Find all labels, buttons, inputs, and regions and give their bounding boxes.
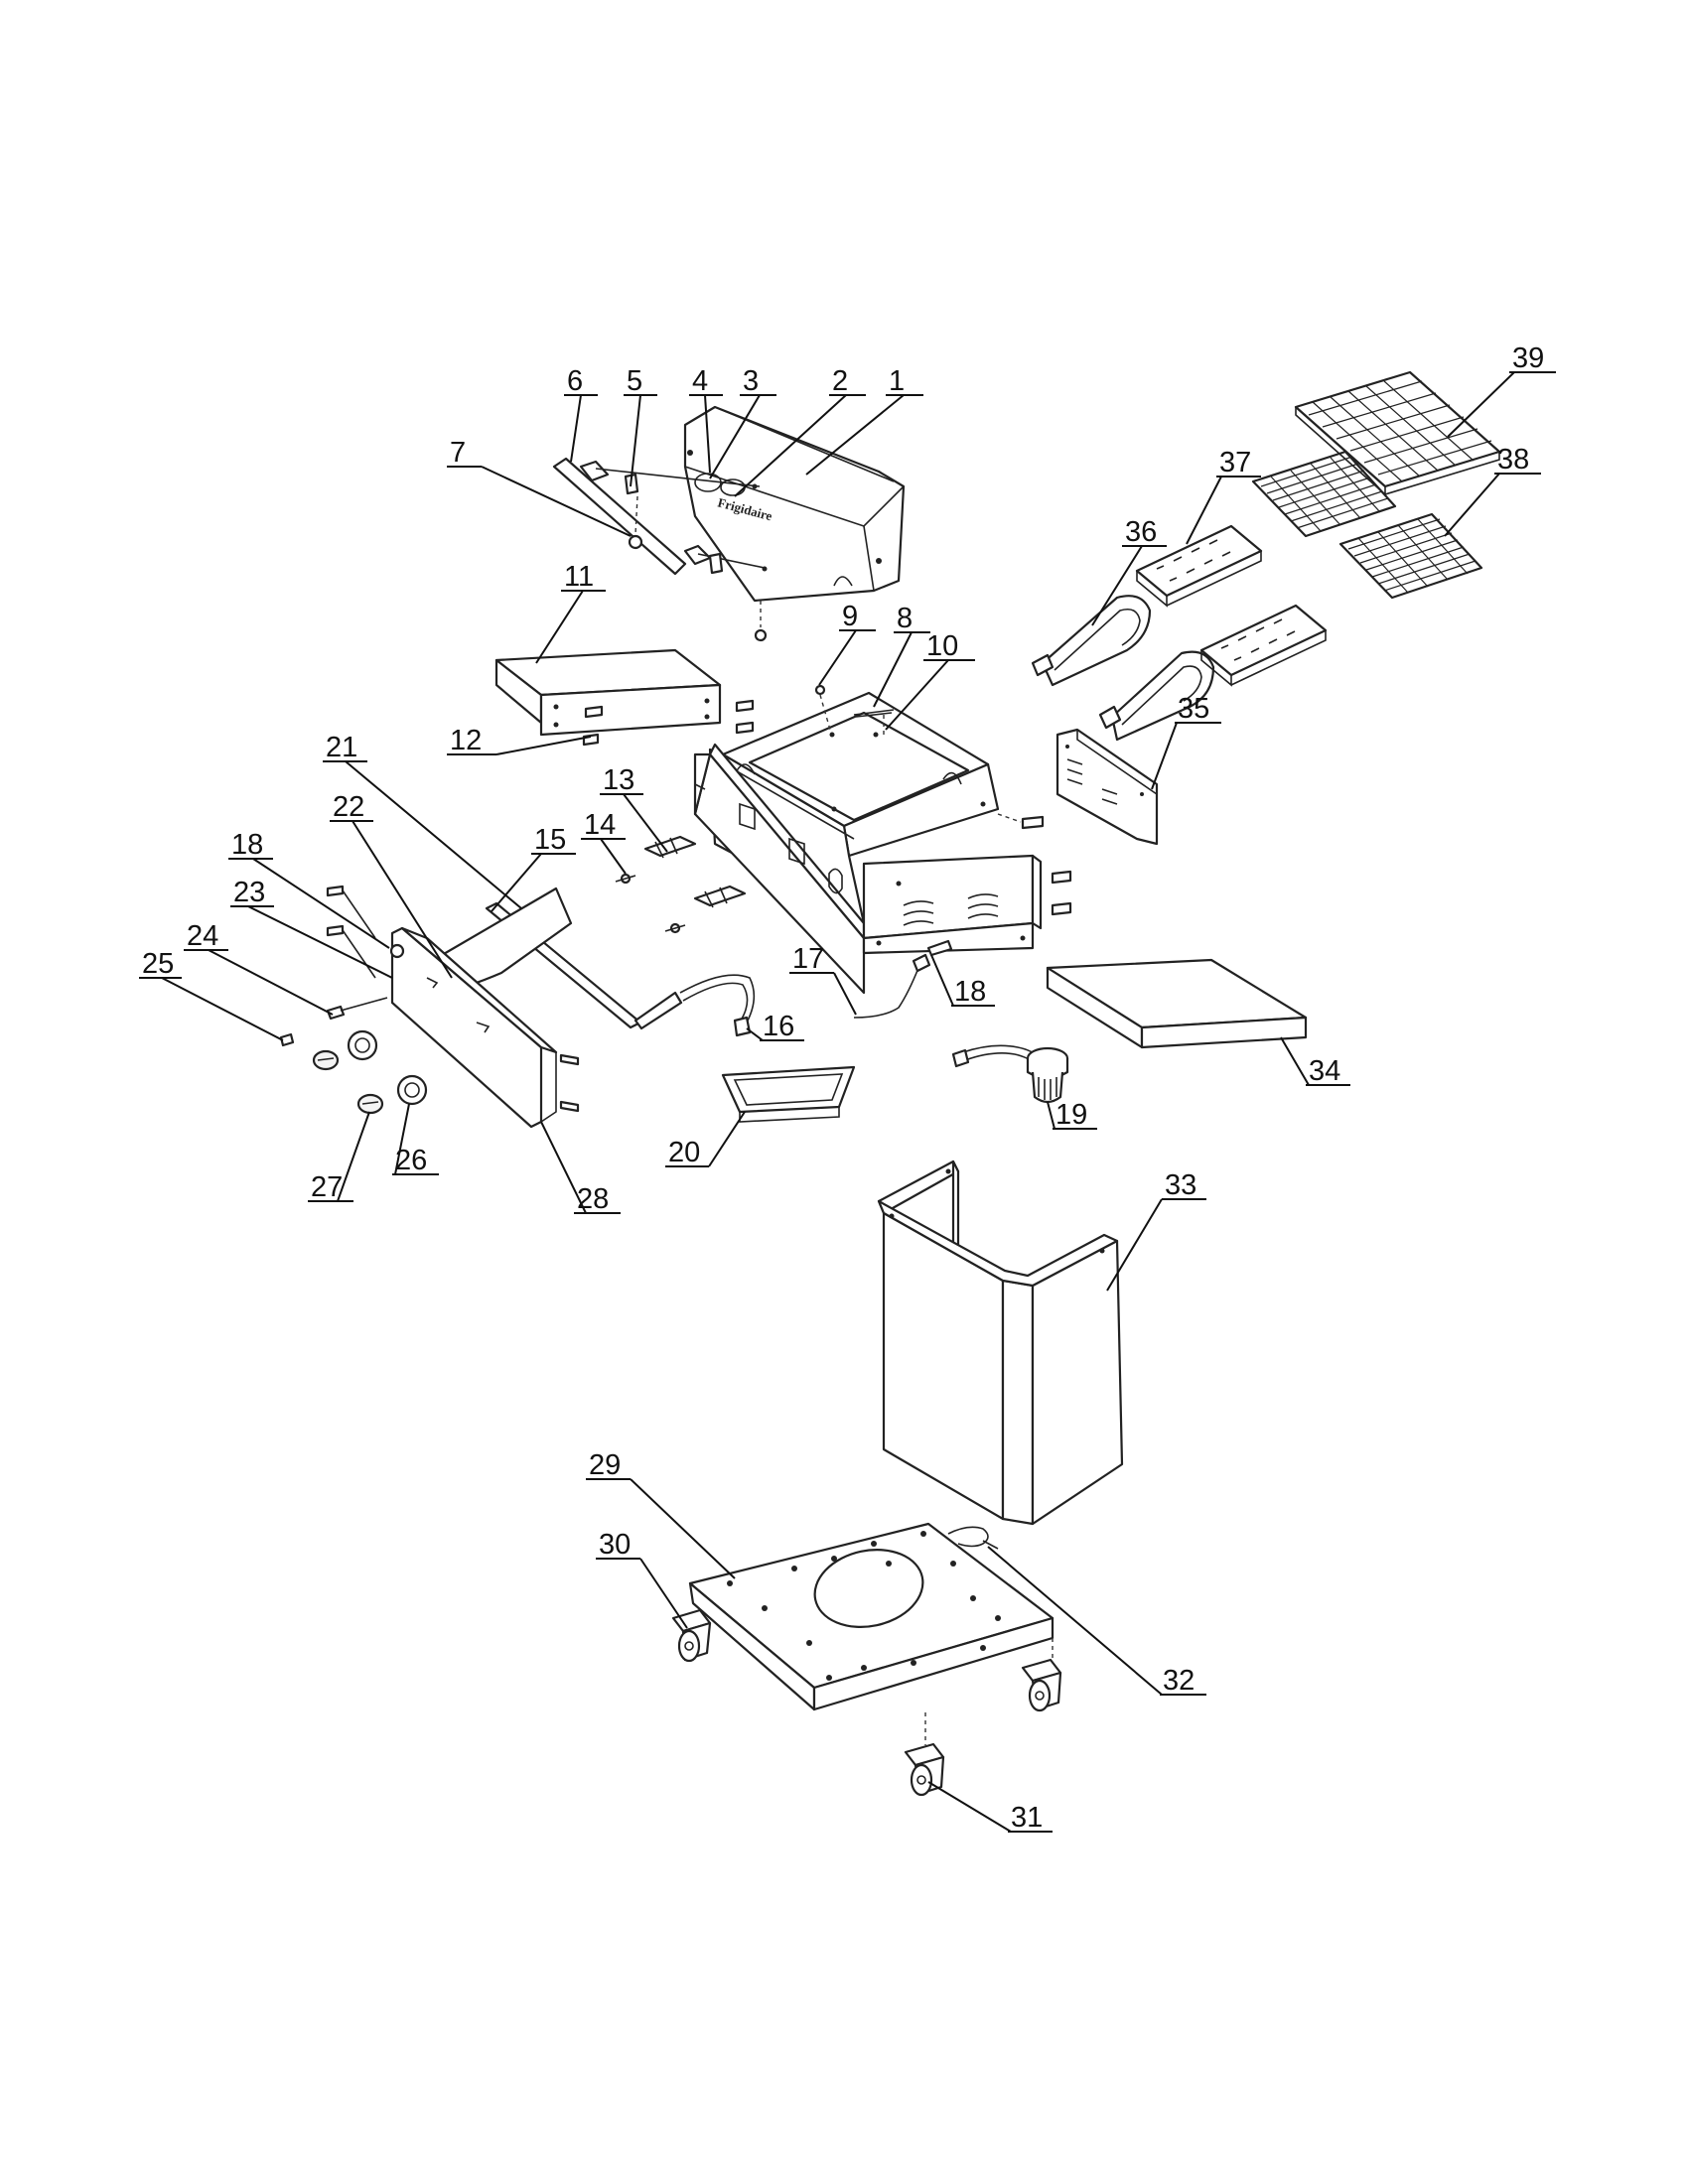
callout-21: 21 [326,732,357,763]
leader-lines [139,371,1556,1833]
callout-16: 16 [763,1011,794,1042]
callout-28: 28 [577,1183,609,1215]
part-18-left-screws [326,885,376,979]
part-1-lid: Frigidaire [683,405,906,642]
part-7-handle-screw [628,495,643,550]
part-9-screw [814,684,831,731]
part-36-burners [1031,595,1215,742]
callout-13: 13 [603,764,634,796]
callout-32: 32 [1163,1665,1195,1697]
callout-4: 4 [692,365,708,397]
part-31-caster [904,1712,945,1797]
part-35-side-bracket [1055,728,1159,846]
callout-24: 24 [187,920,218,952]
part-17-igniter-wire [853,939,953,1019]
callout-9: 9 [842,601,858,632]
callout-2: 2 [832,365,848,397]
callout-18-left: 18 [231,829,263,861]
callout-37: 37 [1219,447,1251,478]
callout-6: 6 [567,365,583,397]
control-housing [693,743,1043,995]
callout-7: 7 [450,437,466,469]
part-33-cart-enclosure [877,1160,1124,1526]
part-27-knobs [312,1049,384,1115]
part-16-hose [679,974,756,1037]
part-37-heat-plates [1135,524,1328,687]
callout-29: 29 [589,1449,621,1481]
part-20-drip-tray [721,1065,856,1123]
callout-19: 19 [1055,1099,1087,1131]
callout-20: 20 [668,1137,700,1168]
part-13-valves [643,835,747,908]
callout-15: 15 [534,824,566,856]
callout-34: 34 [1309,1055,1340,1087]
part-11-panel [494,648,722,737]
callout-14: 14 [584,809,616,841]
callout-27: 27 [311,1171,343,1203]
callout-26: 26 [395,1145,427,1176]
part-14-screws [615,873,686,934]
callout-11: 11 [564,561,594,593]
callout-10: 10 [926,630,958,662]
part-39-warming-rack [1294,370,1501,496]
part-19-regulator [951,1044,1069,1104]
part-32-tank-strap [947,1526,999,1550]
firebox-side-screws [997,813,1072,916]
callout-35: 35 [1178,693,1209,725]
callout-36: 36 [1125,516,1157,548]
callout-31: 31 [1011,1802,1043,1834]
callout-3: 3 [743,365,759,397]
part-26-bezels [347,1029,428,1106]
part-38-cooking-grates [1251,450,1483,600]
callout-1: 1 [889,365,905,397]
part-5-handle-brackets [579,460,768,575]
callout-labels: 1 2 3 4 5 6 7 9 8 10 11 12 13 14 15 16 1… [142,342,1544,1834]
callout-39: 39 [1512,342,1544,374]
callout-12: 12 [450,725,482,756]
callout-25: 25 [142,948,174,980]
callout-5: 5 [627,365,642,397]
callout-18-right: 18 [954,976,986,1008]
part-30-casters [671,1608,1062,1712]
callout-17: 17 [792,943,824,975]
callout-38: 38 [1497,444,1529,476]
callout-8: 8 [897,603,913,634]
callout-22: 22 [333,791,364,823]
part-23-24-25-igniter [279,997,388,1047]
part-29-cart-base [688,1522,1055,1711]
callout-23: 23 [233,877,265,908]
part-34-side-shelf [1046,958,1308,1049]
callout-30: 30 [599,1529,631,1561]
callout-33: 33 [1165,1169,1196,1201]
